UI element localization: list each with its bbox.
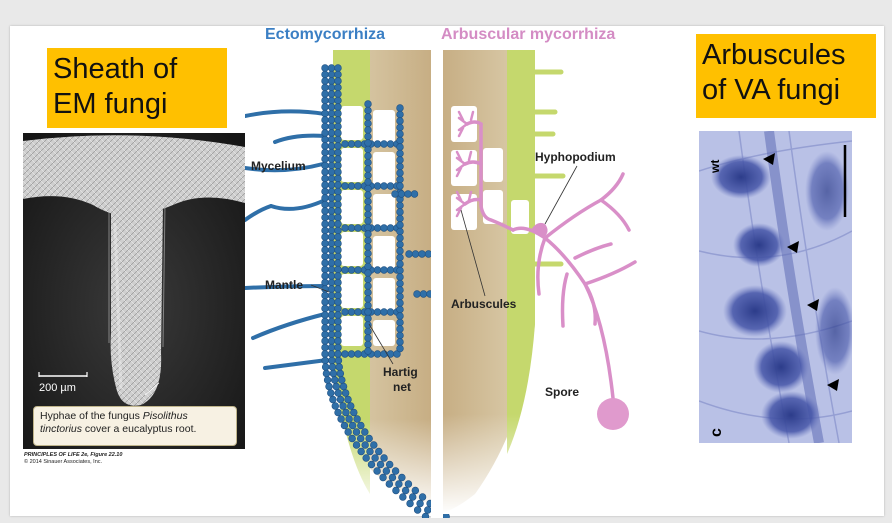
- sem-caption-line1: Hyphae of the fungus Pisolithus: [40, 410, 230, 423]
- genotype-label: wt: [708, 160, 722, 174]
- sem-caption: Hyphae of the fungus Pisolithus tinctori…: [33, 406, 237, 446]
- arbuscule-arrowheads: [763, 153, 839, 391]
- mycorrhiza-diagram-svg: Ectomycorrhiza Arbuscular mycorrhiza: [243, 26, 637, 521]
- hyphopodium-label: Hyphopodium: [535, 150, 616, 164]
- arbuscule-tufts: [455, 110, 475, 218]
- caption-text-prefix: Hyphae of the fungus: [40, 410, 143, 422]
- em-sheath-label-line1: Sheath of: [53, 53, 178, 85]
- va-arbuscules-label-line2: of VA fungi: [702, 74, 841, 106]
- scale-bar-label: 200 µm: [39, 382, 76, 394]
- hyphopodium: [531, 222, 548, 238]
- caption-species-genus: Pisolithus: [142, 410, 188, 422]
- ectomycorrhiza-root: [333, 50, 431, 514]
- arbuscular-mycorrhiza-root: [443, 50, 566, 514]
- caption-species-epithet: tinctorius: [40, 423, 83, 435]
- va-arbuscules-label-line1: Arbuscules: [702, 39, 846, 71]
- arbuscular-mycorrhiza-title: Arbuscular mycorrhiza: [441, 26, 615, 43]
- spore: [597, 398, 629, 430]
- arbuscule-micrograph-image: wt c: [699, 131, 852, 443]
- ectomycorrhiza-title: Ectomycorrhiza: [265, 26, 385, 43]
- va-arbuscules-label: Arbuscules of VA fungi: [696, 34, 876, 118]
- panel-letter: c: [708, 428, 725, 437]
- credit-source: PRINCIPLES OF LIFE 2e, Figure 22.10: [24, 452, 123, 458]
- caption-text-suffix: cover a eucalyptus root.: [82, 423, 197, 435]
- arbuscule-micrograph: wt c: [699, 131, 852, 443]
- mantle-label: Mantle: [265, 278, 303, 292]
- em-sheath-label: Sheath of EM fungi: [47, 48, 227, 128]
- arbuscules-label: Arbuscules: [451, 297, 517, 311]
- figure-credit: PRINCIPLES OF LIFE 2e, Figure 22.10 © 20…: [24, 452, 122, 466]
- credit-copyright: © 2014 Sinauer Associates, Inc.: [24, 459, 103, 465]
- hartig-net-label-line1: Hartig: [383, 365, 418, 379]
- am-hyphae: [463, 120, 637, 400]
- em-sheath-label-line2: EM fungi: [53, 88, 168, 120]
- sem-root-image: 200 µm: [23, 133, 245, 449]
- spore-label: Spore: [545, 385, 579, 399]
- sem-caption-line2: tinctorius cover a eucalyptus root.: [40, 423, 230, 436]
- mycelium-label: Mycelium: [251, 159, 306, 173]
- sem-root-photo: 200 µm: [23, 133, 245, 449]
- mantle-beads: [321, 64, 450, 521]
- mycelium-hyphae: [243, 109, 329, 370]
- mycorrhiza-diagram: Ectomycorrhiza Arbuscular mycorrhiza: [243, 24, 645, 521]
- hartig-net-label-line2: net: [393, 380, 411, 394]
